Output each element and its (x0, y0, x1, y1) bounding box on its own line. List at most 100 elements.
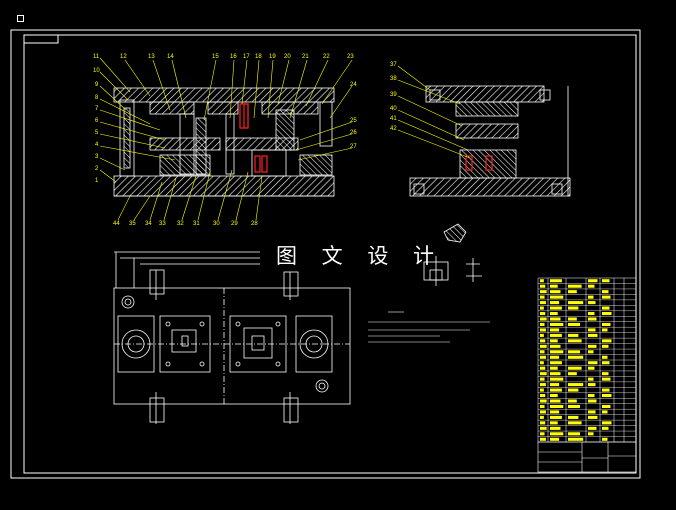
parts-list-entry (540, 399, 547, 403)
parts-list-entry (588, 383, 596, 387)
parts-list-entry (540, 290, 547, 294)
callout-19: 19 (269, 54, 276, 60)
callout-16: 16 (230, 54, 237, 60)
parts-list-entry (568, 317, 577, 321)
parts-list-entry (550, 394, 558, 398)
parts-list-entry (588, 284, 595, 288)
callout-21: 21 (302, 54, 309, 60)
parts-list-entry (540, 295, 545, 299)
parts-list-entry (602, 361, 610, 365)
parts-list-entry (602, 437, 608, 441)
parts-list-entry (588, 366, 595, 370)
parts-list-entry (588, 432, 594, 436)
parts-list-entry (602, 355, 608, 359)
side-callout-leaders (397, 65, 471, 159)
parts-list-entry (540, 404, 545, 408)
parts-list-entry (540, 426, 547, 430)
parts-list-entry (550, 437, 560, 441)
callout-2: 2 (95, 166, 99, 172)
callout-29: 29 (231, 221, 238, 227)
callout-15: 15 (212, 54, 219, 60)
watermark-text: 图 文 设 计 (276, 244, 444, 268)
parts-list-entry (588, 394, 595, 398)
callout-28: 28 (251, 221, 258, 227)
parts-list-entry (568, 333, 579, 337)
drawing-border (10, 29, 641, 479)
callout-3: 3 (95, 154, 99, 160)
parts-list-entry (550, 350, 564, 354)
callout-35: 35 (129, 221, 136, 227)
parts-list-entry (540, 350, 545, 354)
parts-list-entry (568, 339, 582, 343)
parts-list-entry (588, 426, 597, 430)
callout-34: 34 (145, 221, 152, 227)
parts-list-entry (540, 339, 546, 343)
parts-list-entry (550, 290, 561, 294)
parts-list-entry (550, 361, 562, 365)
callout-41: 41 (390, 116, 397, 122)
parts-list-entry (540, 312, 546, 316)
callout-20: 20 (284, 54, 291, 60)
parts-list-entry (540, 437, 546, 441)
main-callout-numbers: 11 10 9 8 7 6 5 4 3 2 1 12 13 14 15 16 1… (93, 54, 357, 227)
title-block (537, 441, 637, 473)
callout-38: 38 (390, 76, 397, 82)
parts-list-entry (550, 410, 560, 414)
parts-list-entry (568, 290, 577, 294)
parts-list-entry (540, 394, 546, 398)
workpiece-sketch (423, 223, 482, 286)
parts-list-entry (588, 415, 598, 419)
parts-list-entry (588, 350, 594, 354)
parts-list-entry (568, 383, 584, 387)
callout-33: 33 (159, 221, 166, 227)
parts-list-entry (602, 344, 609, 348)
parts-list-entry (550, 372, 561, 376)
side-callout-numbers: 37 38 39 40 41 42 (390, 62, 397, 132)
parts-list-entry (568, 388, 579, 392)
callout-26: 26 (350, 130, 357, 136)
callout-37: 37 (390, 62, 397, 68)
parts-list-entry (588, 410, 596, 414)
parts-list-entries (540, 279, 612, 441)
parts-list-entry (588, 333, 598, 337)
parts-list-entry (602, 421, 612, 425)
callout-23: 23 (347, 54, 354, 60)
parts-list-entry (540, 344, 547, 348)
parts-list-entry (550, 301, 560, 305)
parts-list-entry (540, 306, 544, 310)
parts-list-entry (602, 322, 611, 326)
parts-list-entry (540, 432, 545, 436)
parts-list-entry (550, 399, 561, 403)
parts-list-entry (568, 432, 580, 436)
parts-list-entry (550, 404, 564, 408)
parts-list-entry (550, 339, 558, 343)
parts-list-entry (540, 372, 547, 376)
parts-list-entry (550, 383, 560, 387)
parts-list-entry (568, 350, 580, 354)
parts-list-entry (588, 399, 597, 403)
parts-list-entry (550, 312, 558, 316)
side-red-parts (465, 155, 493, 171)
parts-list-entry (540, 383, 546, 387)
parts-list-entry (540, 361, 544, 365)
parts-list-entry (588, 301, 596, 305)
parts-list-entry (602, 279, 610, 283)
side-section-view (409, 85, 571, 197)
callout-5: 5 (95, 130, 99, 136)
callout-8: 8 (95, 95, 99, 101)
parts-list-entry (602, 377, 611, 381)
parts-list-entry (602, 306, 610, 310)
parts-list-entry (588, 312, 595, 316)
parts-list-entry (540, 366, 546, 370)
parts-list-entry (602, 328, 608, 332)
callout-1: 1 (95, 178, 99, 184)
callout-31: 31 (193, 221, 200, 227)
parts-list-entry (540, 355, 546, 359)
parts-list-entry (550, 279, 562, 283)
parts-list-entry (540, 279, 544, 283)
parts-list-entry (568, 306, 579, 310)
main-callout-leaders (99, 57, 353, 221)
callout-44: 44 (113, 221, 120, 227)
callout-7: 7 (95, 106, 99, 112)
